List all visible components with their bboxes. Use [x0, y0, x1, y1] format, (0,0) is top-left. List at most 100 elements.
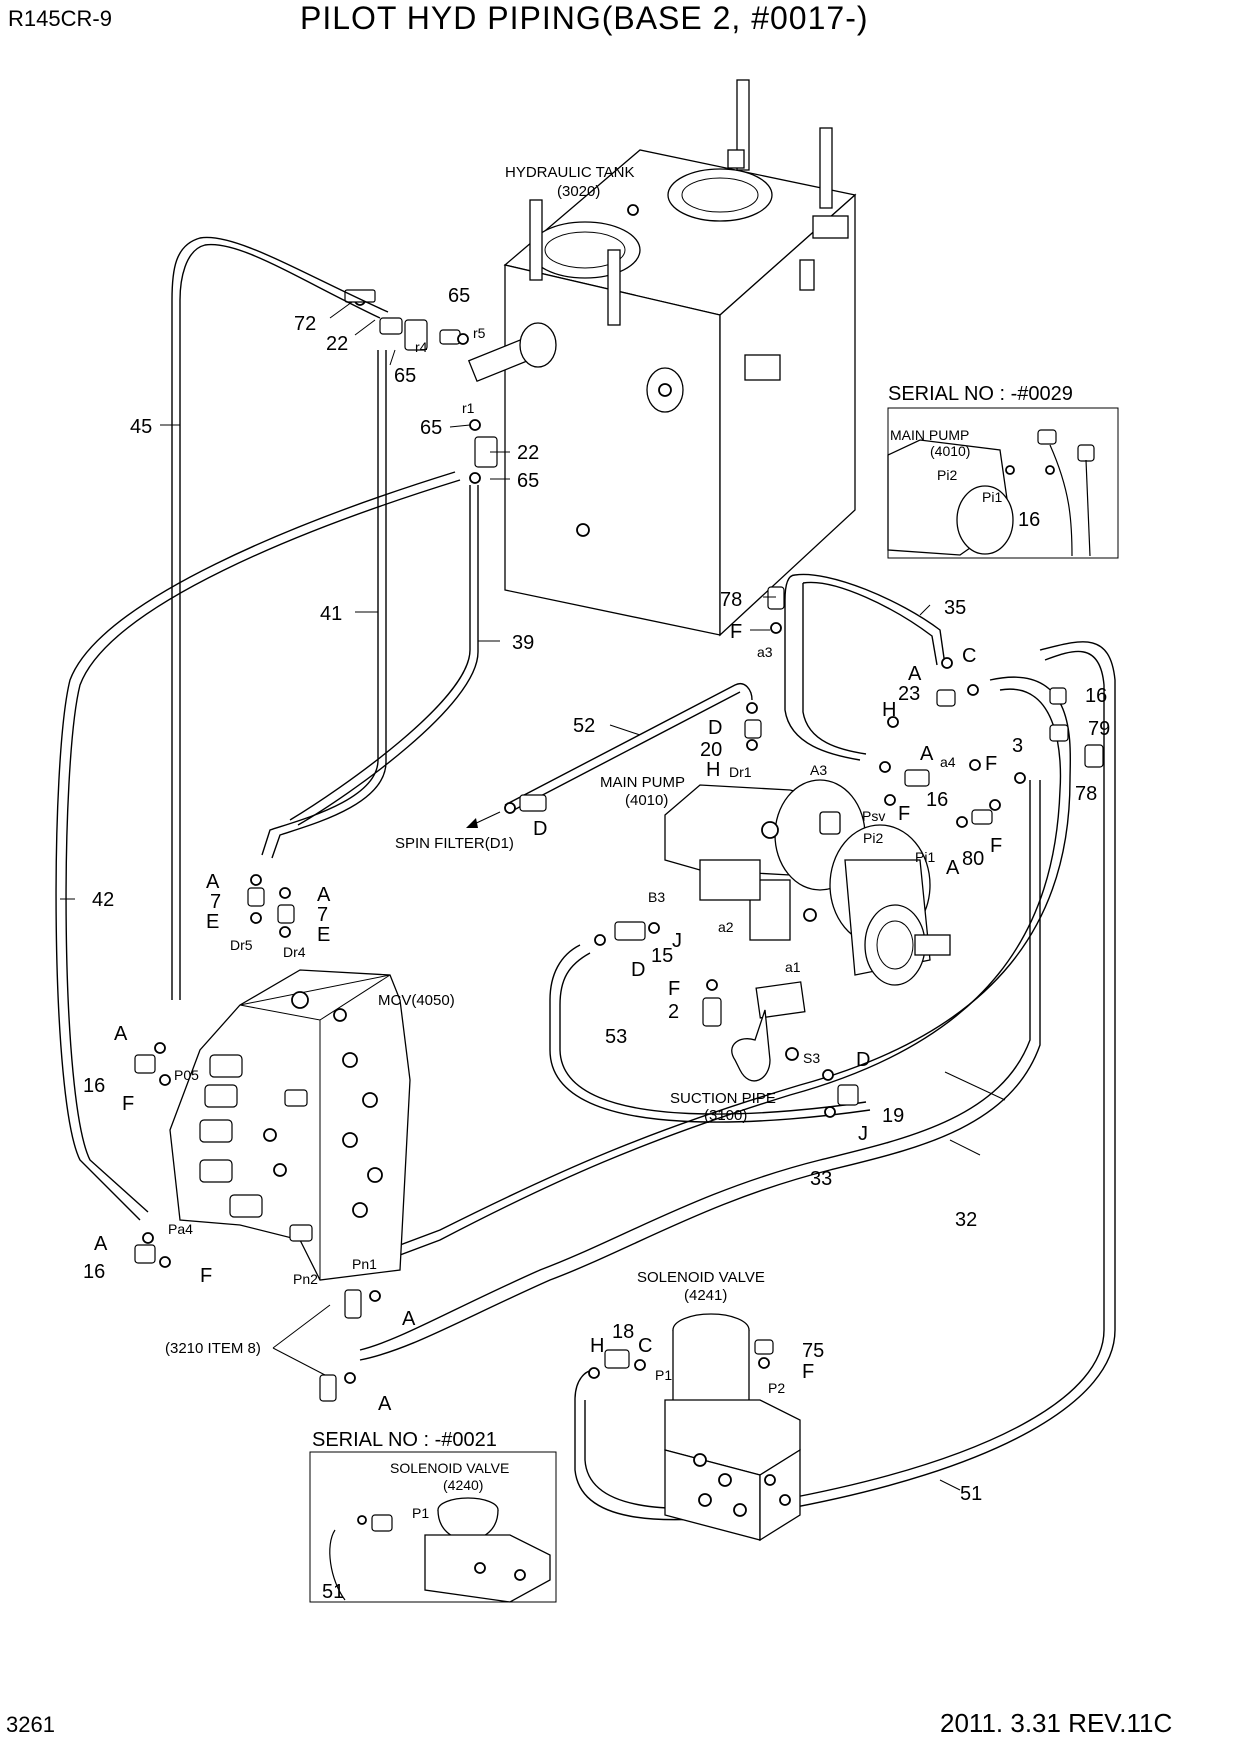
inset-0029-code: (4010) [930, 443, 970, 459]
callout-65-bottom: 65 [517, 470, 539, 492]
port-pn1: Pn1 [352, 1256, 377, 1272]
callout-16-top: 16 [1085, 685, 1107, 707]
inset-0029-callout: 16 [1018, 509, 1040, 531]
inset-0021-name: SOLENOID VALVE [390, 1460, 509, 1476]
port-pi1: Pi1 [915, 849, 935, 865]
port-dr4: Dr4 [283, 944, 306, 960]
callout-j-s3: J [858, 1123, 868, 1145]
inset-0029-name: MAIN PUMP [890, 427, 969, 443]
port-a2: a2 [718, 919, 734, 935]
item-ref-label: (3210 ITEM 8) [165, 1340, 261, 1357]
callout-f-80: F [990, 835, 1002, 857]
port-pi2: Pi2 [863, 830, 883, 846]
inset-0021-frame [309, 1451, 557, 1603]
port-p05: P05 [174, 1067, 199, 1083]
pump-fittings [504, 586, 1104, 1118]
callout-53: 53 [605, 1026, 627, 1048]
port-psv: Psv [862, 808, 885, 824]
inset-0029-port-pi1: Pi1 [982, 489, 1002, 505]
callout-f-pump: F [898, 803, 910, 825]
inset-0029-port-pi2: Pi2 [937, 467, 957, 483]
mcv-fittings [134, 874, 381, 1402]
pipe-53 [549, 944, 871, 1123]
port-a1: a1 [785, 959, 801, 975]
callout-52: 52 [573, 715, 595, 737]
hydraulic-tank-code: (3020) [557, 183, 600, 200]
port-r5: r5 [473, 325, 486, 341]
port-p2: P2 [768, 1380, 785, 1396]
inset-0021-port: P1 [412, 1505, 429, 1521]
port-s3: S3 [803, 1050, 820, 1066]
callout-42: 42 [92, 889, 114, 911]
callout-d-pump: D [708, 717, 722, 739]
callout-a-p05: A [114, 1023, 128, 1045]
callout-a-top: A [908, 663, 922, 685]
inset-0021-code: (4240) [443, 1477, 483, 1493]
suction-pipe-name: SUCTION PIPE [670, 1090, 776, 1107]
port-dr5: Dr5 [230, 937, 253, 953]
port-dr1: Dr1 [729, 764, 752, 780]
inset-0021-callout: 51 [322, 1581, 344, 1603]
callout-16-p05: 16 [83, 1075, 105, 1097]
callout-f-top: F [730, 621, 742, 643]
callout-32: 32 [955, 1209, 977, 1231]
callout-79: 79 [1088, 718, 1110, 740]
callout-72: 72 [294, 313, 316, 335]
tank-fittings [344, 289, 498, 484]
callout-d-s3: D [856, 1049, 870, 1071]
main-pump [664, 779, 951, 986]
callout-65-top: 65 [448, 285, 470, 307]
page-number: 3261 [6, 1712, 55, 1737]
pipe-41 [261, 350, 387, 859]
callout-3: 3 [1012, 735, 1023, 757]
callout-f-a1: F [668, 978, 680, 1000]
callout-f-pa4: F [200, 1265, 212, 1287]
solenoid-valve-name: SOLENOID VALVE [637, 1269, 765, 1286]
port-b3: B3 [648, 889, 665, 905]
callout-18: 18 [612, 1321, 634, 1343]
callout-f-p05: F [122, 1093, 134, 1115]
callout-h-pump: H [706, 759, 720, 781]
hydraulic-tank [467, 79, 857, 637]
callout-c-sol: C [638, 1335, 652, 1357]
callout-a-80: A [946, 857, 960, 879]
callout-45: 45 [130, 416, 152, 438]
hydraulic-tank-name: HYDRAULIC TANK [505, 164, 634, 181]
callout-23: 23 [898, 683, 920, 705]
callout-7-dr4: 7 [317, 904, 328, 926]
pipe-42 [55, 471, 461, 1221]
inset-0021-title: SERIAL NO : -#0021 [312, 1429, 497, 1451]
callout-h-top: H [882, 699, 896, 721]
callouts: 72 22 65 65 65 22 65 45 41 39 42 78 F 35… [83, 285, 1110, 1505]
callout-33: 33 [810, 1168, 832, 1190]
port-r4: r4 [415, 339, 428, 355]
callout-f-sol: F [802, 1361, 814, 1383]
port-pn2: Pn2 [293, 1271, 318, 1287]
revision-date: 2011. 3.31 REV.11C [940, 1708, 1173, 1738]
callout-16-pump: 16 [926, 789, 948, 811]
callout-e-dr4: E [317, 924, 330, 946]
callout-e-dr5: E [206, 911, 219, 933]
callout-j-b3: J [672, 930, 682, 952]
pipe-39 [289, 485, 479, 826]
callout-78-top: 78 [720, 589, 742, 611]
port-p1: P1 [655, 1367, 672, 1383]
solenoid-valve-code: (4241) [684, 1287, 727, 1304]
callout-65-r1: 65 [420, 417, 442, 439]
callout-16-pa4: 16 [83, 1261, 105, 1283]
main-pump-name: MAIN PUMP [600, 774, 685, 791]
suction-pipe-code: (3100) [704, 1107, 747, 1124]
callout-39: 39 [512, 632, 534, 654]
port-r1: r1 [462, 400, 475, 416]
model-number: R145CR-9 [8, 6, 112, 31]
callout-7-dr5: 7 [210, 891, 221, 913]
leader-lines [60, 301, 1006, 1491]
pipe-45 [171, 236, 389, 1000]
callout-65-mid: 65 [394, 365, 416, 387]
callout-a-pa4: A [94, 1233, 108, 1255]
callout-80: 80 [962, 848, 984, 870]
main-pump-code: (4010) [625, 792, 668, 809]
callout-22-right: 22 [517, 442, 539, 464]
callout-a-dr5: A [206, 871, 220, 893]
callout-51: 51 [960, 1483, 982, 1505]
